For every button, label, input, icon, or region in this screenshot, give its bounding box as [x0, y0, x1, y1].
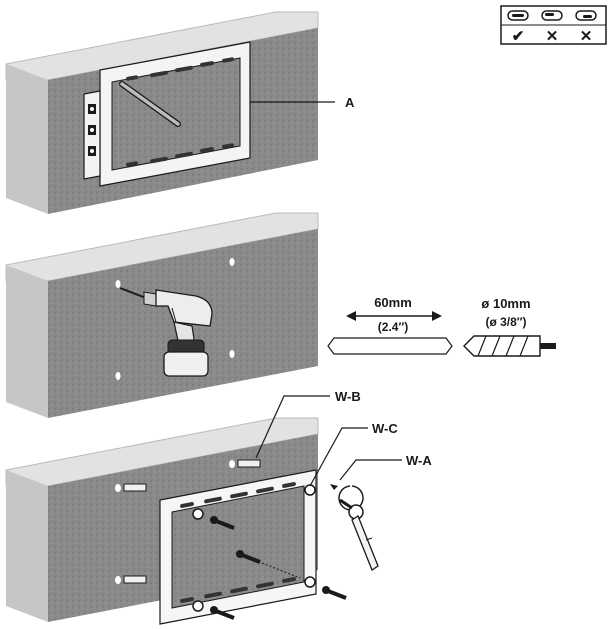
slot-legend: ✔ ✕ ✕ [500, 5, 607, 45]
drill-bit-icon [463, 335, 556, 357]
slot-correct-icon [507, 10, 529, 21]
pencil-icon [119, 81, 181, 127]
level-icon [83, 90, 101, 180]
bit-diameter-imperial: (ø 3/8″) [485, 315, 526, 329]
callout-washer-label: W-C [372, 421, 398, 436]
wall-side-face [6, 470, 48, 622]
slot-wrong-icon [575, 10, 597, 21]
step-1-level-bracket: A [5, 11, 355, 214]
washer-icon [192, 484, 316, 612]
callout-leader [339, 459, 402, 481]
hole-marks [115, 258, 235, 380]
drill-depth-metric: 60mm [374, 295, 412, 310]
slot-wrong-icon [541, 10, 563, 21]
callout-leader [255, 395, 330, 459]
wrench-icon [330, 484, 379, 571]
wall-side-face [6, 64, 48, 214]
callout-leader [309, 427, 368, 487]
mounting-bracket [99, 41, 251, 187]
callout-lag-bolt-label: W-A [406, 453, 432, 468]
drill-icon [119, 287, 213, 377]
callout-anchor-label: W-B [335, 389, 361, 404]
drill-depth-imperial: (2.4″) [378, 320, 408, 334]
wall-side-face [6, 265, 48, 418]
legend-mark-wrong: ✕ [546, 28, 559, 45]
step-2-drill-holes: 60mm (2.4″) ø 10mm (ø 3/8″) [5, 212, 556, 418]
callout-bracket-label: A [345, 95, 355, 110]
drill-hole-profile [327, 337, 453, 355]
screw-icon [210, 516, 347, 620]
legend-mark-correct: ✔ [512, 28, 525, 45]
legend-mark-wrong: ✕ [580, 28, 593, 45]
step-3-fasten-bracket: W-B W-C W-A [5, 389, 432, 625]
drill-depth-dimension: 60mm (2.4″) [346, 295, 442, 334]
bit-diameter-metric: ø 10mm [481, 296, 530, 311]
